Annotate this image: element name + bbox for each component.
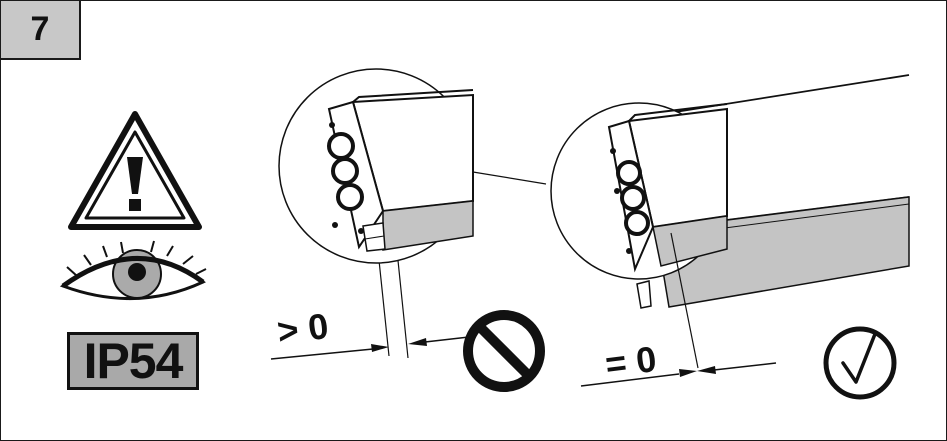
ip-rating-label: IP54	[83, 333, 184, 389]
right-assembly	[550, 74, 910, 369]
eye-icon	[59, 240, 207, 301]
left-gap-label: > 0	[275, 305, 331, 352]
left-assembly	[278, 68, 547, 359]
checkmark-icon	[823, 326, 897, 400]
right-gap-label: = 0	[603, 338, 659, 385]
step-badge: 7	[1, 1, 81, 60]
prohibited-icon	[463, 310, 545, 392]
ip-rating-badge: IP54	[67, 332, 199, 390]
warning-icon	[68, 111, 202, 230]
right-gap-dimension: = 0	[580, 338, 777, 387]
step-number: 7	[30, 10, 50, 48]
left-gap-dimension: > 0	[270, 305, 470, 360]
